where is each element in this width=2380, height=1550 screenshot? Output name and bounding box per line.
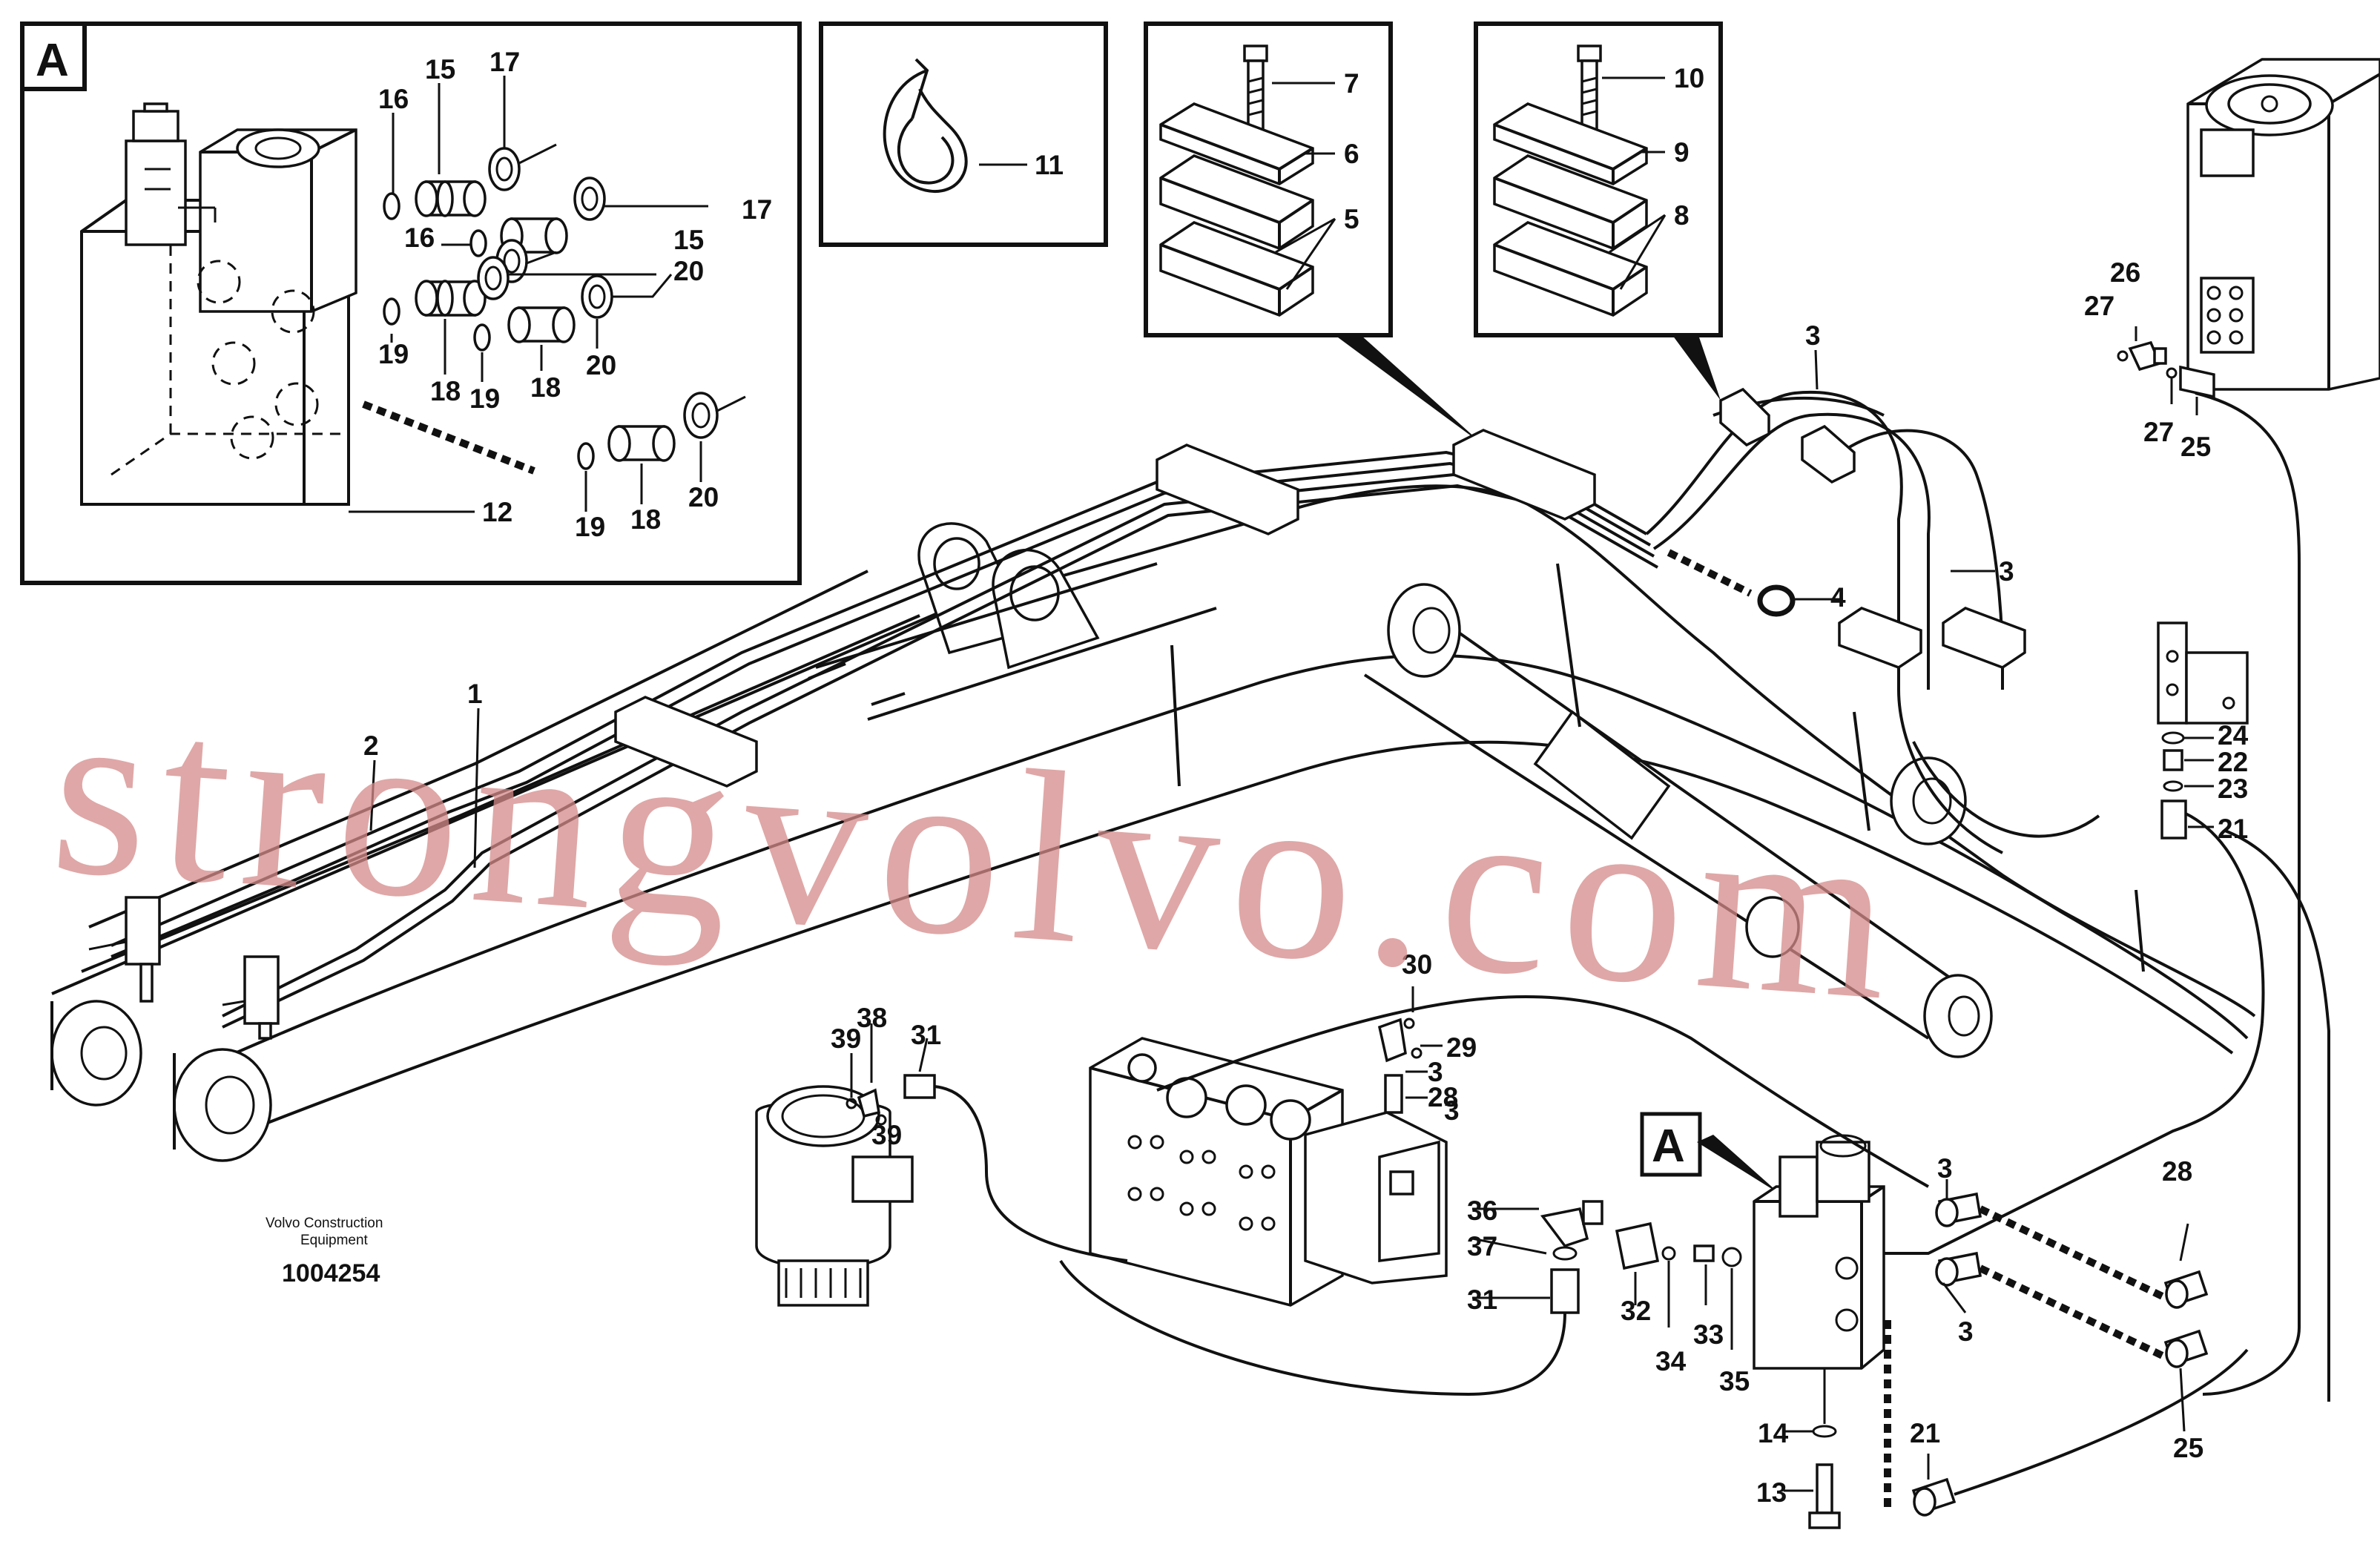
svg-text:23: 23 [2218, 774, 2248, 804]
svg-text:21: 21 [1910, 1418, 1940, 1448]
svg-text:19: 19 [469, 383, 500, 414]
clamp-panel-b: 10 9 8 [1474, 22, 1723, 337]
svg-text:38: 38 [857, 1003, 887, 1033]
svg-text:3: 3 [1999, 556, 2014, 587]
control-valve-bank [1089, 986, 1448, 1307]
svg-text:25: 25 [2180, 432, 2211, 462]
svg-text:22: 22 [2218, 747, 2248, 777]
svg-text:28: 28 [1428, 1082, 1458, 1112]
svg-text:19: 19 [575, 512, 605, 542]
valve-a-letter: A [1652, 1121, 1685, 1172]
svg-text:6: 6 [1344, 139, 1359, 169]
svg-text:27: 27 [2084, 291, 2114, 321]
svg-text:21: 21 [2218, 814, 2248, 844]
svg-text:3: 3 [1937, 1153, 1953, 1184]
clamp-panel-a: 7 6 5 [1144, 22, 1393, 337]
svg-text:15: 15 [673, 225, 704, 255]
svg-text:31: 31 [911, 1020, 941, 1050]
svg-text:10: 10 [1674, 63, 1704, 93]
svg-text:20: 20 [586, 350, 616, 380]
svg-text:20: 20 [688, 482, 719, 512]
caption-line-2: Equipment [300, 1233, 369, 1248]
svg-text:32: 32 [1621, 1296, 1651, 1326]
svg-text:3: 3 [1428, 1057, 1443, 1087]
svg-text:2: 2 [363, 731, 379, 761]
boom-hoses [88, 429, 1658, 1040]
svg-text:24: 24 [2218, 720, 2249, 751]
excavator-boom [50, 484, 2256, 1162]
svg-text:3: 3 [1444, 1095, 1460, 1126]
detail-a-panel: A 12 [20, 22, 802, 585]
svg-text:19: 19 [378, 339, 409, 369]
svg-text:17: 17 [489, 47, 520, 77]
cable-tie-panel: 11 [819, 22, 1108, 247]
svg-text:26: 26 [2110, 257, 2140, 288]
solenoid-valve-a: A [1156, 995, 2264, 1529]
detail-a-letter: A [36, 35, 69, 86]
svg-text:12: 12 [482, 497, 512, 527]
svg-text:37: 37 [1467, 1231, 1497, 1262]
watermark: strongvolvo.com [44, 653, 1911, 1052]
svg-text:39: 39 [871, 1120, 902, 1150]
svg-text:16: 16 [378, 84, 409, 114]
svg-text:31: 31 [1467, 1284, 1497, 1315]
svg-text:7: 7 [1344, 68, 1359, 99]
svg-text:25: 25 [2173, 1433, 2203, 1463]
svg-text:14: 14 [1758, 1418, 1789, 1448]
svg-text:3: 3 [1805, 320, 1821, 351]
svg-text:34: 34 [1655, 1346, 1687, 1376]
drawing-number: 1004254 [282, 1259, 380, 1287]
rotary-joint [755, 1023, 1128, 1307]
svg-text:27: 27 [2143, 417, 2174, 447]
lower-fittings [1059, 1200, 1742, 1396]
right-fittings [2157, 621, 2249, 840]
svg-text:30: 30 [1402, 949, 1432, 980]
svg-text:28: 28 [2162, 1156, 2192, 1187]
svg-text:16: 16 [404, 222, 435, 253]
svg-text:35: 35 [1719, 1366, 1750, 1396]
svg-text:9: 9 [1674, 137, 1690, 168]
svg-text:18: 18 [630, 504, 661, 535]
svg-text:11: 11 [1035, 150, 1064, 180]
svg-text:13: 13 [1756, 1477, 1787, 1508]
svg-text:20: 20 [673, 256, 704, 286]
svg-text:17: 17 [742, 194, 772, 225]
svg-text:4: 4 [1830, 582, 1846, 613]
hydraulic-tank [2117, 58, 2380, 415]
svg-text:36: 36 [1467, 1196, 1497, 1226]
svg-text:39: 39 [831, 1023, 861, 1054]
svg-text:18: 18 [430, 376, 461, 406]
svg-text:5: 5 [1344, 204, 1359, 234]
main-callouts: 1 2 3 3 3 3 3 4 31 38 39 39 30 29 28 3 3… [363, 257, 2249, 1508]
svg-text:29: 29 [1446, 1032, 1477, 1063]
tank-hoses [1645, 387, 2330, 1402]
caption-block: Volvo Construction Equipment 1004254 [266, 1216, 383, 1287]
svg-text:33: 33 [1693, 1319, 1724, 1350]
svg-text:18: 18 [530, 372, 561, 403]
svg-text:15: 15 [425, 54, 455, 85]
caption-line-1: Volvo Construction [266, 1216, 383, 1231]
svg-text:3: 3 [1958, 1316, 1974, 1347]
svg-text:8: 8 [1674, 200, 1690, 231]
svg-text:1: 1 [467, 679, 483, 709]
